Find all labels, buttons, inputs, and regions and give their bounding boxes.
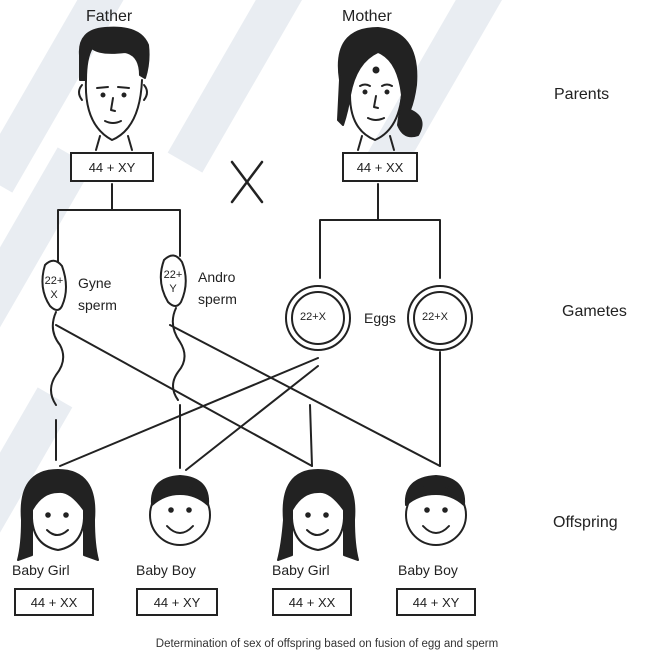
baby-girl-face-icon [17,469,99,561]
offspring-label: Baby Boy [398,562,458,578]
gyne-sperm-icon [41,259,67,406]
offspring-karyotype-box: 44 + XY [396,588,476,616]
egg-icon [407,285,473,351]
mother-face-icon [337,27,423,151]
egg-chromosome-label: 22+X [300,311,326,323]
offspring-karyotype-box: 44 + XX [14,588,94,616]
offspring-label: Baby Boy [136,562,196,578]
egg-icon [285,285,351,351]
offspring-karyotype-box: 44 + XX [272,588,352,616]
father-face-icon [78,26,150,151]
row-label-parents: Parents [554,86,610,103]
baby-girl-face-icon [277,469,359,561]
mother-label: Mother [342,8,392,25]
eggs-label: Eggs [364,310,396,326]
andro-sperm-icon [159,254,187,401]
mother-karyotype-box: 44 + XX [342,152,418,182]
father-karyotype-box: 44 + XY [70,152,154,182]
andro-sperm-label: Andro sperm [198,269,237,307]
sperm-y-chromosome-label: 22+ Y [163,269,183,295]
father-label: Father [86,8,133,25]
diagram-caption: Determination of sex of offspring based … [155,638,499,650]
egg-chromosome-label: 22+X [422,311,448,323]
offspring-label: Baby Girl [272,562,330,578]
row-label-gametes: Gametes [562,303,627,320]
baby-boy-face-icon [404,475,467,546]
offspring-karyotype-box: 44 + XY [136,588,218,616]
baby-boy-face-icon [149,475,211,546]
gyne-sperm-label: Gyne sperm [78,275,117,313]
sperm-x-chromosome-label: 22+ X [44,275,64,301]
offspring-label: Baby Girl [12,562,70,578]
row-label-offspring: Offspring [553,514,618,531]
